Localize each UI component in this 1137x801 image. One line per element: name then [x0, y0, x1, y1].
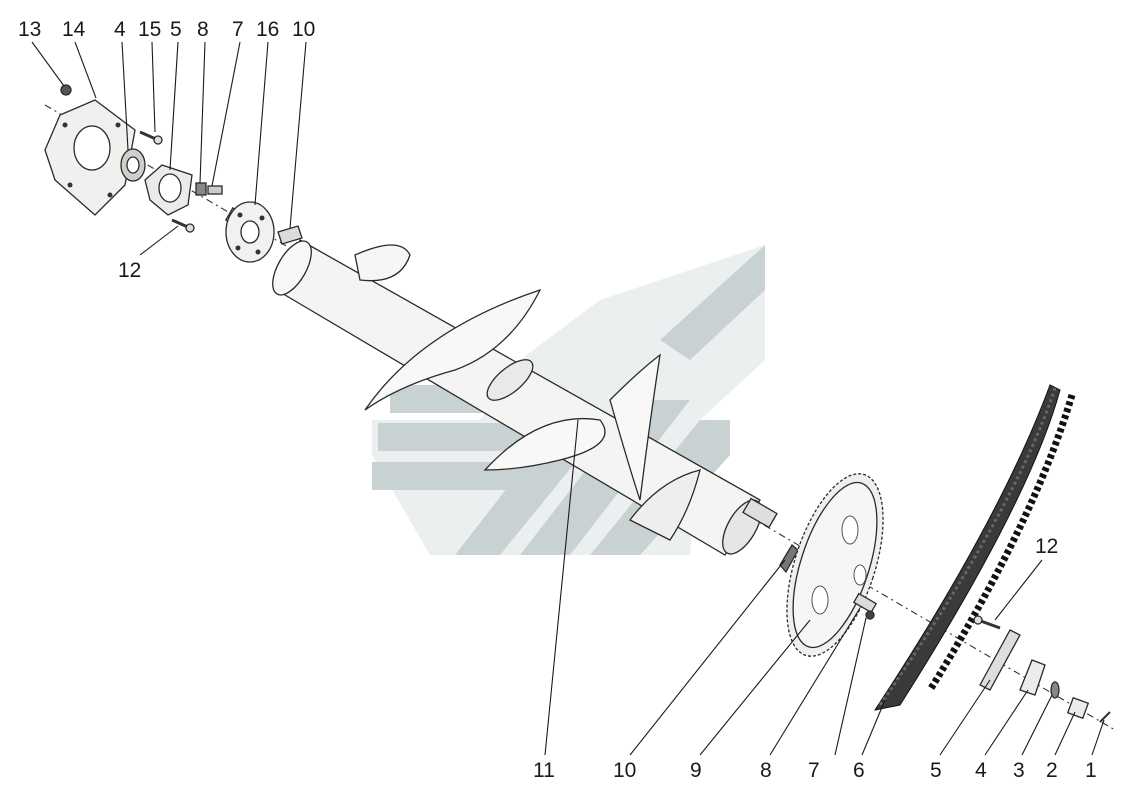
- bolt-12-left: [171, 218, 195, 233]
- fasteners-8-7-left: [195, 182, 223, 196]
- callout-7-bottom: 7: [808, 759, 820, 782]
- callout-15: 15: [138, 18, 161, 41]
- callout-4-bottom: 4: [975, 759, 987, 782]
- bolt-15: [139, 130, 163, 145]
- mounting-plate-14: [44, 99, 136, 216]
- leader-lines-top: [31, 41, 307, 256]
- callout-12-right: 12: [1035, 535, 1058, 558]
- leader-lines-bottom: [544, 419, 1105, 756]
- bolt-12-right: [973, 615, 1001, 630]
- cotter-pin-1: [1099, 711, 1111, 723]
- nut-13: [60, 84, 72, 96]
- callout-4-top: 4: [114, 18, 126, 41]
- callout-8-bottom: 8: [760, 759, 772, 782]
- spacer-4-right: [1019, 659, 1046, 696]
- callouts-bottom: 11 10 9 8 7 6 5 4 3 2 1 12: [533, 535, 1097, 782]
- flange-housing-5-left: [144, 164, 193, 216]
- callout-16: 16: [256, 18, 279, 41]
- callout-10-bottom: 10: [613, 759, 636, 782]
- callout-7-top: 7: [232, 18, 244, 41]
- callout-14: 14: [62, 18, 86, 41]
- key-10-left: [277, 225, 303, 245]
- callout-2: 2: [1046, 759, 1058, 782]
- callout-3: 3: [1013, 759, 1025, 782]
- fasteners-8-7-right: [852, 592, 878, 620]
- bracket-5-right: [979, 629, 1021, 691]
- washer-3: [1050, 681, 1060, 699]
- drive-chain-6: [873, 384, 1076, 711]
- callout-9: 9: [690, 759, 702, 782]
- hub-flange-16: [224, 201, 275, 263]
- bearing-4-left: [120, 148, 146, 182]
- auger-tube-11: [272, 239, 778, 556]
- callout-8-top: 8: [197, 18, 209, 41]
- callout-13: 13: [18, 18, 41, 41]
- callout-1: 1: [1085, 759, 1097, 782]
- callout-5-top: 5: [170, 18, 182, 41]
- callout-6: 6: [853, 759, 865, 782]
- nut-2: [1066, 696, 1090, 720]
- callout-11: 11: [533, 759, 555, 782]
- callouts-top: 13 14 4 15 5 8 7 16 10 12: [18, 18, 315, 282]
- callout-12-left: 12: [118, 259, 141, 282]
- callout-5-bottom: 5: [930, 759, 942, 782]
- callout-10-top: 10: [292, 18, 315, 41]
